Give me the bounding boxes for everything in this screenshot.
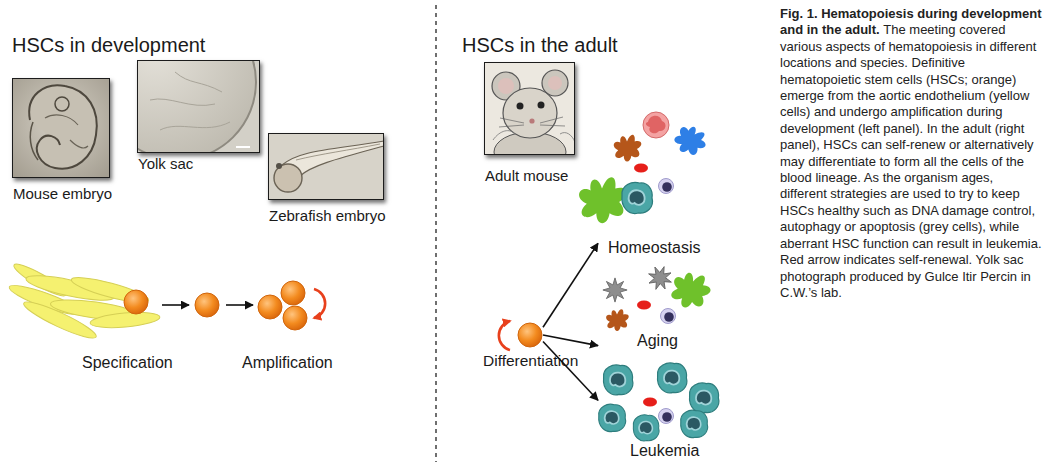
- yolk-sac-photo: [236, 146, 250, 148]
- embryo-photo: [30, 122, 38, 160]
- panel-title: HSCs in development: [12, 33, 205, 57]
- figure-caption: Fig. 1. Hematopoiesis during development…: [780, 6, 1042, 301]
- mouse-drawing: [517, 103, 524, 110]
- cell-group: Leukemia: [598, 362, 723, 460]
- blood-cell: [667, 267, 715, 314]
- blood-cell: [614, 135, 642, 162]
- blood-cell: [599, 363, 719, 441]
- flow-arrow: [543, 335, 598, 346]
- blood-cell: [643, 398, 657, 407]
- blood-cell: [637, 301, 651, 310]
- hsc-cell: [124, 290, 148, 314]
- blood-cell: [669, 120, 711, 162]
- blood-cell: [633, 415, 659, 441]
- node-label: Adult mouse: [485, 167, 568, 185]
- zebrafish-photo: [268, 133, 384, 200]
- self-renewal-arrow: [314, 289, 510, 350]
- endothelial-cell: [7, 260, 161, 343]
- embryo-photo: [55, 97, 69, 111]
- blood-cell: [681, 410, 708, 437]
- flow-arrow: [162, 304, 189, 306]
- photo-frame: Adult mouse: [484, 62, 575, 155]
- blood-cell: [689, 383, 718, 413]
- mouse-drawing: [529, 118, 534, 123]
- panel-title: HSCs in the adult: [462, 33, 618, 57]
- blood-cell: [646, 116, 666, 133]
- node-label: Specification: [82, 353, 173, 372]
- blood-cell: [659, 179, 674, 194]
- node-label: Zebrafish embryo: [269, 207, 386, 225]
- embryo-photo: [12, 78, 110, 178]
- zebrafish-photo: [274, 164, 302, 192]
- caption-text: The meeting covered various aspects of h…: [780, 22, 1042, 300]
- zebrafish-photo: [276, 163, 282, 169]
- blood-cell: [644, 262, 675, 293]
- mouse-drawing: [484, 62, 575, 155]
- flow-arrow: [543, 243, 598, 327]
- mouse-drawing: [538, 102, 545, 109]
- blood-cell: [643, 112, 669, 138]
- hsc-cell: [281, 281, 305, 305]
- stem-cell: Differentiation: [517, 322, 543, 348]
- blood-cell: [634, 164, 648, 173]
- mouse-drawing: [503, 88, 557, 138]
- hsc-cell: [124, 281, 307, 330]
- blood-cell: [579, 177, 627, 223]
- cell-group: Homeostasis: [598, 105, 713, 257]
- zebrafish-photo: [296, 144, 380, 160]
- node-label: Differentiation: [483, 352, 578, 371]
- mouse-drawing: [548, 76, 562, 90]
- node-label: Yolk sac: [138, 155, 193, 173]
- panel-divider: [435, 5, 436, 462]
- blood-cell: [603, 262, 715, 331]
- flow-arrow: [543, 342, 598, 401]
- zebrafish-photo: [268, 133, 384, 200]
- mouse-drawing: [498, 78, 514, 94]
- yolk-sac-photo: [137, 60, 256, 153]
- self-renewal-arrow: [499, 321, 510, 350]
- node-label: Homeostasis: [608, 238, 700, 257]
- blood-cell: [599, 404, 626, 431]
- blood-cell: [657, 363, 686, 393]
- hsc-cell: [195, 293, 219, 317]
- hsc-cell: [258, 295, 282, 319]
- photo-frame: Mouse embryo: [12, 78, 110, 178]
- blood-cell: [606, 309, 629, 331]
- node-label: Amplification: [242, 353, 333, 372]
- mouse-drawing: [499, 117, 565, 127]
- mouse-drawing: [493, 131, 575, 142]
- embryo-photo: [29, 85, 97, 168]
- flow-arrow: [162, 304, 253, 306]
- embryo-photo: [45, 115, 88, 148]
- cell-group: Aging: [598, 262, 713, 350]
- blood-cell: [622, 182, 653, 213]
- self-renewal-arrow: [314, 289, 325, 318]
- cell-group: Amplification: [240, 278, 335, 372]
- photo-frame: Zebrafish embryo: [268, 133, 384, 200]
- blood-cell: [659, 409, 674, 424]
- cell-group: Specification: [8, 262, 168, 372]
- node-label: Leukemia: [630, 441, 699, 460]
- cell-outline: [517, 322, 543, 348]
- hsc-cell: [283, 306, 307, 330]
- blood-cell: [603, 365, 632, 395]
- node-label: Mouse embryo: [13, 185, 112, 203]
- node-label: Aging: [637, 331, 678, 350]
- blood-cell: [579, 112, 711, 223]
- embryo-photo: [12, 78, 110, 178]
- cell-outline: [518, 323, 542, 347]
- yolk-sac-photo: [137, 60, 260, 153]
- photo-frame: Yolk sac: [137, 60, 260, 153]
- yolk-sac-photo: [150, 72, 230, 130]
- blood-cell: [661, 309, 676, 324]
- blood-cell: [603, 278, 627, 302]
- endothelial-cell: [90, 310, 161, 330]
- flow-arrow: [226, 304, 253, 306]
